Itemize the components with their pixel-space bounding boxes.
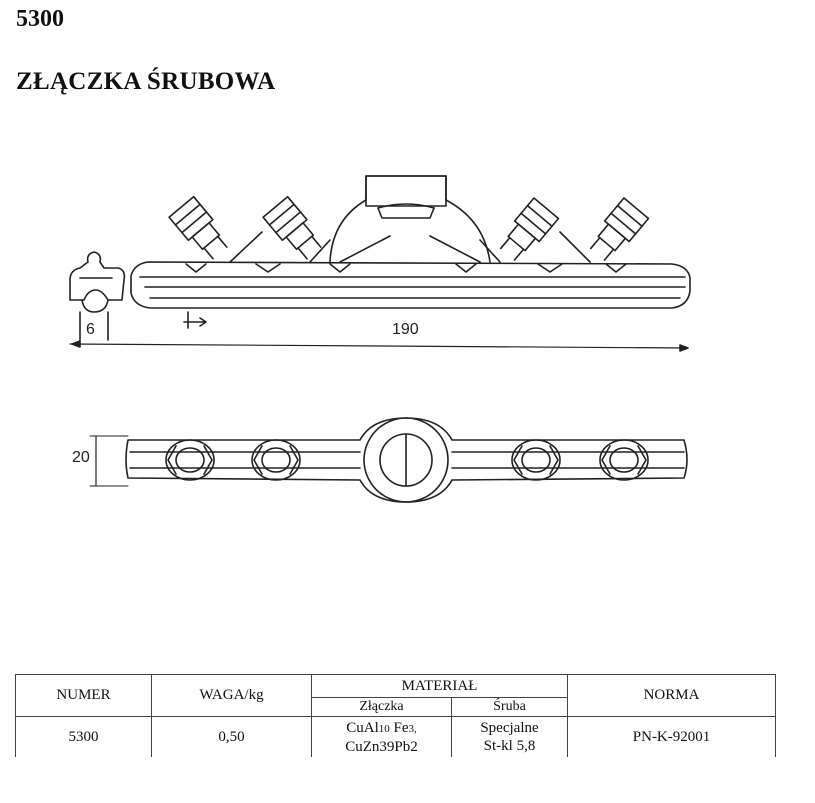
header-waga: WAGA/kg [151, 674, 312, 717]
zlaczka-line-2: CuZn39Pb2 [345, 738, 418, 755]
header-material: MATERIAŁ [310, 674, 569, 698]
sruba-line-1: Specjalne [480, 720, 539, 736]
header-norma: NORMA [567, 674, 777, 717]
header-numer: NUMER [15, 674, 152, 717]
dimension-length: 190 [392, 321, 419, 338]
product-code: 5300 [16, 6, 64, 32]
top-view [125, 417, 688, 503]
header-material-zlaczka: Złączka [311, 697, 452, 717]
sruba-line-2: St-kl 5,8 [483, 738, 536, 754]
zlaczka-line-1: CuAl10 Fe3, [346, 719, 417, 736]
cell-zlaczka: CuAl10 Fe3, CuZn39Pb2 [311, 716, 452, 757]
cell-sruba: Specjalne St-kl 5,8 [450, 716, 569, 757]
page-title: ZŁĄCZKA ŚRUBOWA [16, 68, 276, 95]
side-view [130, 175, 691, 329]
spec-table: NUMER WAGA/kg MATERIAŁ NORMA Złączka Śru… [15, 674, 777, 757]
dimension-thickness: 6 [86, 321, 95, 338]
cross-section [69, 251, 126, 341]
table-row: 5300 0,50 CuAl10 Fe3, CuZn39Pb2 Specjaln… [15, 716, 777, 757]
technical-drawing: 6 190 20 [69, 175, 691, 503]
dimension-width: 20 [72, 449, 90, 466]
cell-norma: PN-K-92001 [567, 716, 777, 757]
cell-waga: 0,50 [151, 716, 312, 757]
header-material-sruba: Śruba [450, 697, 569, 717]
cell-numer: 5300 [15, 716, 152, 757]
